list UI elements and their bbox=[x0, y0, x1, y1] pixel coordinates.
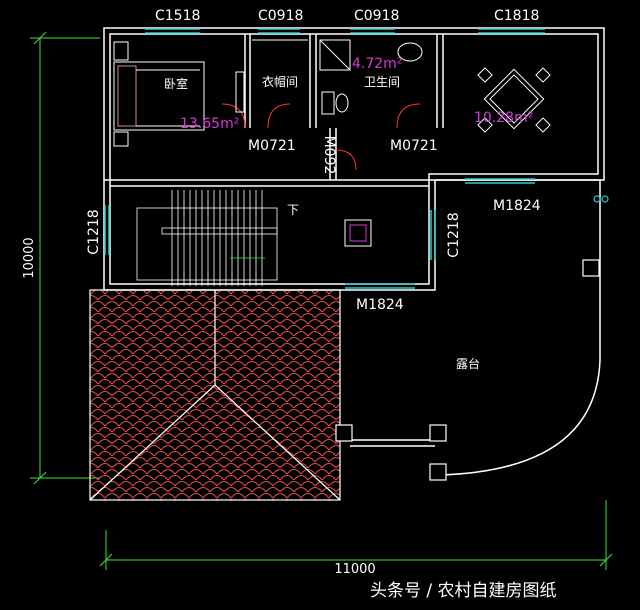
bathroom-fixtures bbox=[319, 39, 423, 115]
door-label-m1824-bottom: M1824 bbox=[356, 297, 404, 313]
terrace-columns bbox=[335, 195, 609, 481]
window-label-c0918-a: C0918 bbox=[258, 8, 303, 24]
window-label-c1518: C1518 bbox=[155, 8, 200, 24]
roof bbox=[89, 289, 341, 501]
bed bbox=[113, 41, 245, 147]
room-area-dining: 10.28m² bbox=[474, 110, 533, 126]
door-label-m092: M092 bbox=[321, 136, 337, 175]
staircase bbox=[136, 190, 278, 286]
door-label-m0721-a: M0721 bbox=[248, 138, 296, 154]
dining-table bbox=[477, 67, 551, 133]
windows bbox=[104, 28, 545, 289]
door-label-m1824-top: M1824 bbox=[493, 198, 541, 214]
walls bbox=[103, 27, 605, 476]
watermark: 头条号 / 农村自建房图纸 bbox=[370, 581, 557, 601]
height-dimension: 10000 bbox=[22, 237, 37, 278]
room-area-bedroom: 13.65m² bbox=[180, 116, 239, 132]
room-label-closet: 衣帽间 bbox=[262, 74, 298, 89]
room-area-bathroom: 4.72m² bbox=[352, 56, 402, 72]
room-label-bathroom: 卫生间 bbox=[364, 75, 400, 89]
door-label-m0721-b: M0721 bbox=[390, 138, 438, 154]
central-symbol bbox=[344, 219, 372, 247]
window-label-c1218-left: C1218 bbox=[86, 209, 102, 254]
room-label-bedroom: 卧室 bbox=[164, 76, 188, 91]
width-dimension: 11000 bbox=[334, 562, 375, 577]
window-label-c1818: C1818 bbox=[494, 8, 539, 24]
doors bbox=[221, 103, 421, 171]
window-label-c1218-right: C1218 bbox=[446, 212, 462, 257]
window-label-c0918-b: C0918 bbox=[354, 8, 399, 24]
dimension-lines bbox=[30, 31, 613, 570]
stair-down-label: 下 bbox=[287, 203, 299, 217]
room-label-terrace: 露台 bbox=[456, 356, 480, 371]
